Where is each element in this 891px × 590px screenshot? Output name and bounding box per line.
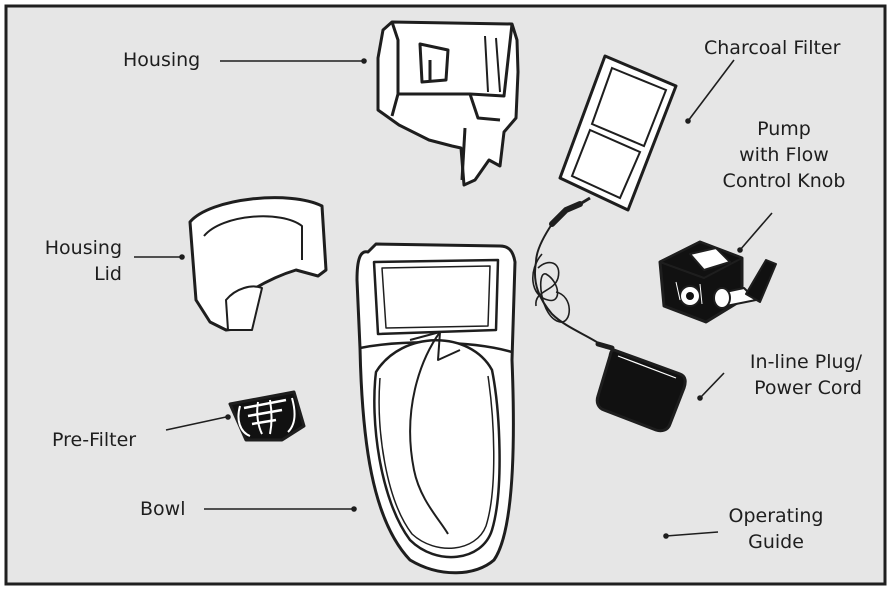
housing-lid-label-line-2: Lid	[94, 263, 122, 285]
pump-label-line-2: with Flow	[739, 144, 829, 166]
charcoal-filter-label: Charcoal Filter	[704, 37, 841, 59]
operating-guide-label-line-1: Operating	[728, 505, 824, 527]
inline-plug-label: In-line Plug/ Power Cord	[720, 349, 862, 401]
fountain-housing-icon	[376, 20, 520, 187]
charcoal-filter-icon	[558, 54, 678, 212]
inline-plug-icon	[595, 341, 687, 433]
pump-leader	[739, 212, 773, 251]
inline-plug-label-line-1: In-line Plug/	[749, 351, 862, 373]
housing-label: Housing	[123, 49, 201, 71]
housing-lid-label-line-1: Housing	[44, 237, 122, 259]
operating-guide-label: Operating Guide	[718, 503, 834, 555]
pre-filter-icon	[228, 390, 306, 442]
power-cord-icon	[532, 196, 607, 349]
leader-lines	[134, 58, 773, 539]
pre-filter-leader	[165, 416, 227, 431]
housing-lid-icon	[188, 196, 328, 332]
housing-lid-label: Housing Lid	[18, 235, 122, 287]
pump-icon	[658, 240, 777, 324]
bowl-icon	[355, 242, 517, 575]
pump-label-line-3: Control Knob	[722, 170, 846, 192]
operating-guide-label-line-2: Guide	[748, 531, 804, 553]
pump-label-line-1: Pump	[757, 118, 811, 140]
pre-filter-label: Pre-Filter	[52, 429, 137, 451]
operating-guide-leader	[665, 531, 719, 537]
charcoal-filter-leader	[687, 59, 735, 122]
bowl-label: Bowl	[140, 498, 186, 520]
pump-label: Pump with Flow Control Knob	[712, 116, 856, 194]
inline-plug-leader	[699, 372, 725, 399]
inline-plug-label-line-2: Power Cord	[754, 377, 862, 399]
